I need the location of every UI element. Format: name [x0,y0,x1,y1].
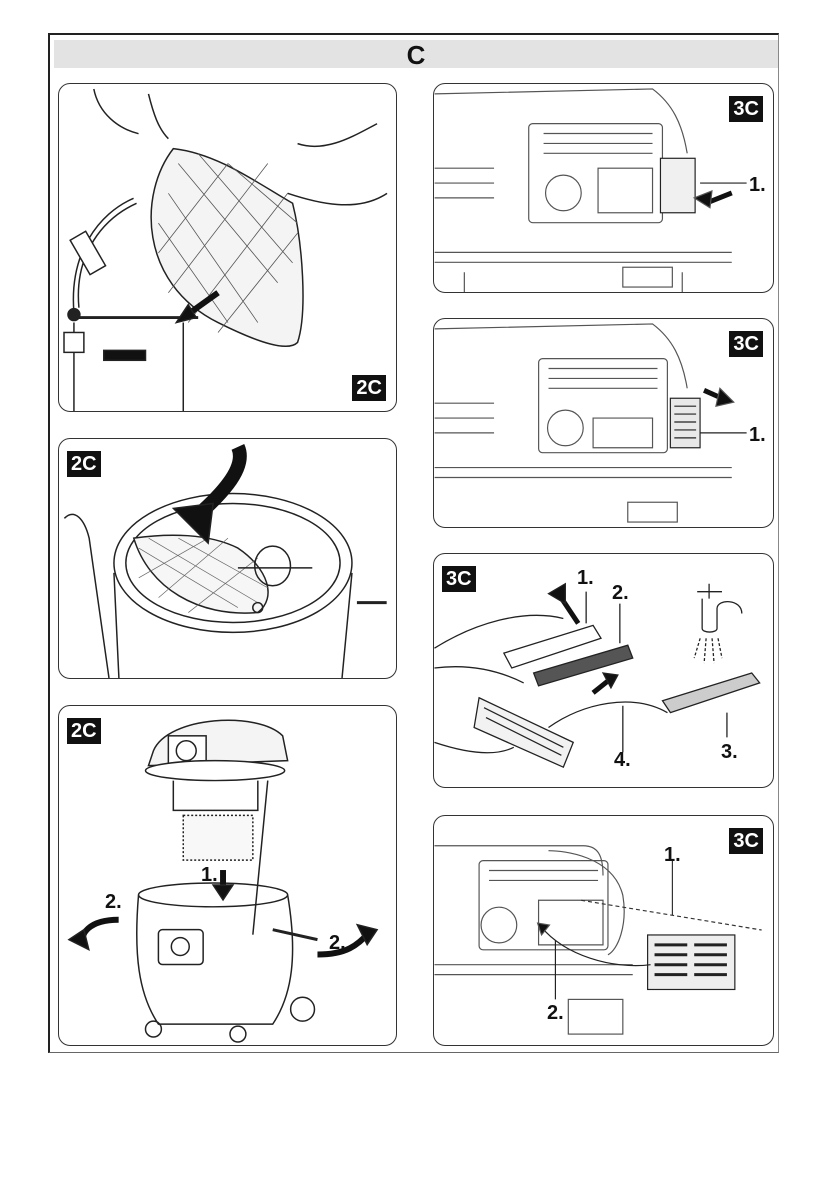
step-label-3: 3. [721,741,738,764]
step-label-1: 1. [664,844,681,867]
step-badge: 3C [729,96,763,122]
step-label-2-right: 2. [329,932,346,955]
illustration-remove-cover [434,319,773,527]
step-label-1: 1. [577,567,594,590]
step-label-2: 2. [612,582,629,605]
panel-empty-bag: 2C [58,83,397,412]
illustration-reassemble [59,706,396,1045]
step-badge: 2C [352,375,386,401]
panel-insert-bag: 2C [58,438,397,679]
panel-press-latch: 3C 1. [433,83,774,293]
illustration-empty-bag [59,84,396,411]
step-badge: 3C [729,828,763,854]
panel-wash-filter: 3C 1. 2. 3. 4. [433,553,774,788]
panel-reassemble: 2C 1. 2. 2. [58,705,397,1046]
step-label-1: 1. [749,174,766,197]
step-badge: 3C [729,331,763,357]
step-badge: 2C [67,718,101,744]
panel-remove-cover: 3C 1. [433,318,774,528]
step-badge: 3C [442,566,476,592]
step-label-1: 1. [201,864,218,887]
section-header: C [54,40,778,68]
illustration-reinstall-cover [434,816,773,1045]
step-label-1: 1. [749,424,766,447]
step-label-4: 4. [614,749,631,772]
panel-reinstall-cover: 3C 1. 2. [433,815,774,1046]
step-label-2: 2. [547,1002,564,1025]
section-title: C [407,40,426,70]
step-badge: 2C [67,451,101,477]
illustration-press-latch [434,84,773,292]
step-label-2-left: 2. [105,891,122,914]
illustration-insert-bag [59,439,396,678]
